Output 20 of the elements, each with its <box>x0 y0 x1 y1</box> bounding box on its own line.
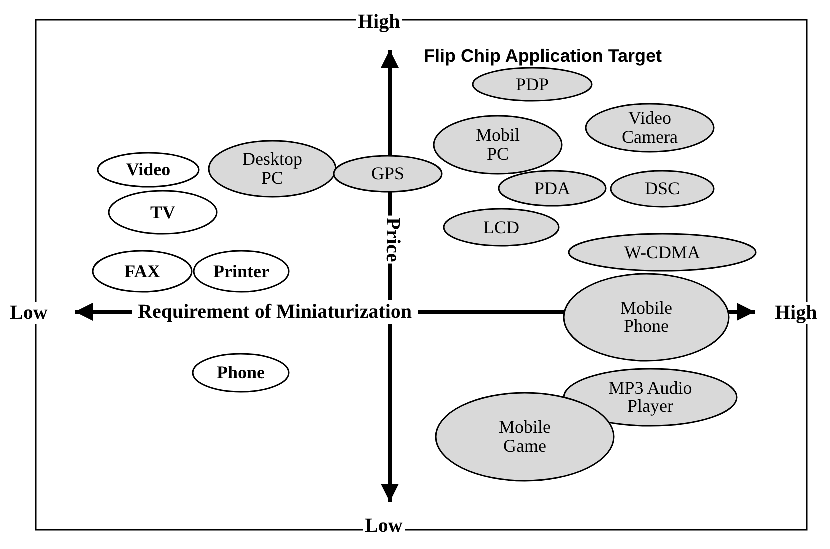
ellipse-node: Video <box>97 152 200 188</box>
ellipse-node: PDP <box>472 67 593 102</box>
axis-title: Requirement of Miniaturization <box>132 300 418 324</box>
title: Flip Chip Application Target <box>424 46 662 67</box>
axis-label: High <box>356 11 402 33</box>
ellipse-node: Desktop PC <box>208 140 337 198</box>
ellipse-node: LCD <box>443 208 560 247</box>
ellipse-node: Printer <box>193 250 290 293</box>
ellipse-node: Phone <box>192 353 290 393</box>
ellipse-node: TV <box>108 190 218 235</box>
ellipse-node: Mobile Phone <box>563 273 730 362</box>
ellipse-node: Video Camera <box>585 103 715 153</box>
axis-label: High <box>773 302 820 324</box>
ellipse-node: GPS <box>333 155 443 193</box>
ellipse-node: Mobil PC <box>433 115 563 175</box>
ellipse-node: FAX <box>92 250 193 293</box>
ellipse-node: PDA <box>498 170 607 207</box>
axis-label: Low <box>8 302 50 324</box>
ellipse-node: DSC <box>610 170 715 208</box>
ellipse-node: W-CDMA <box>568 233 757 272</box>
